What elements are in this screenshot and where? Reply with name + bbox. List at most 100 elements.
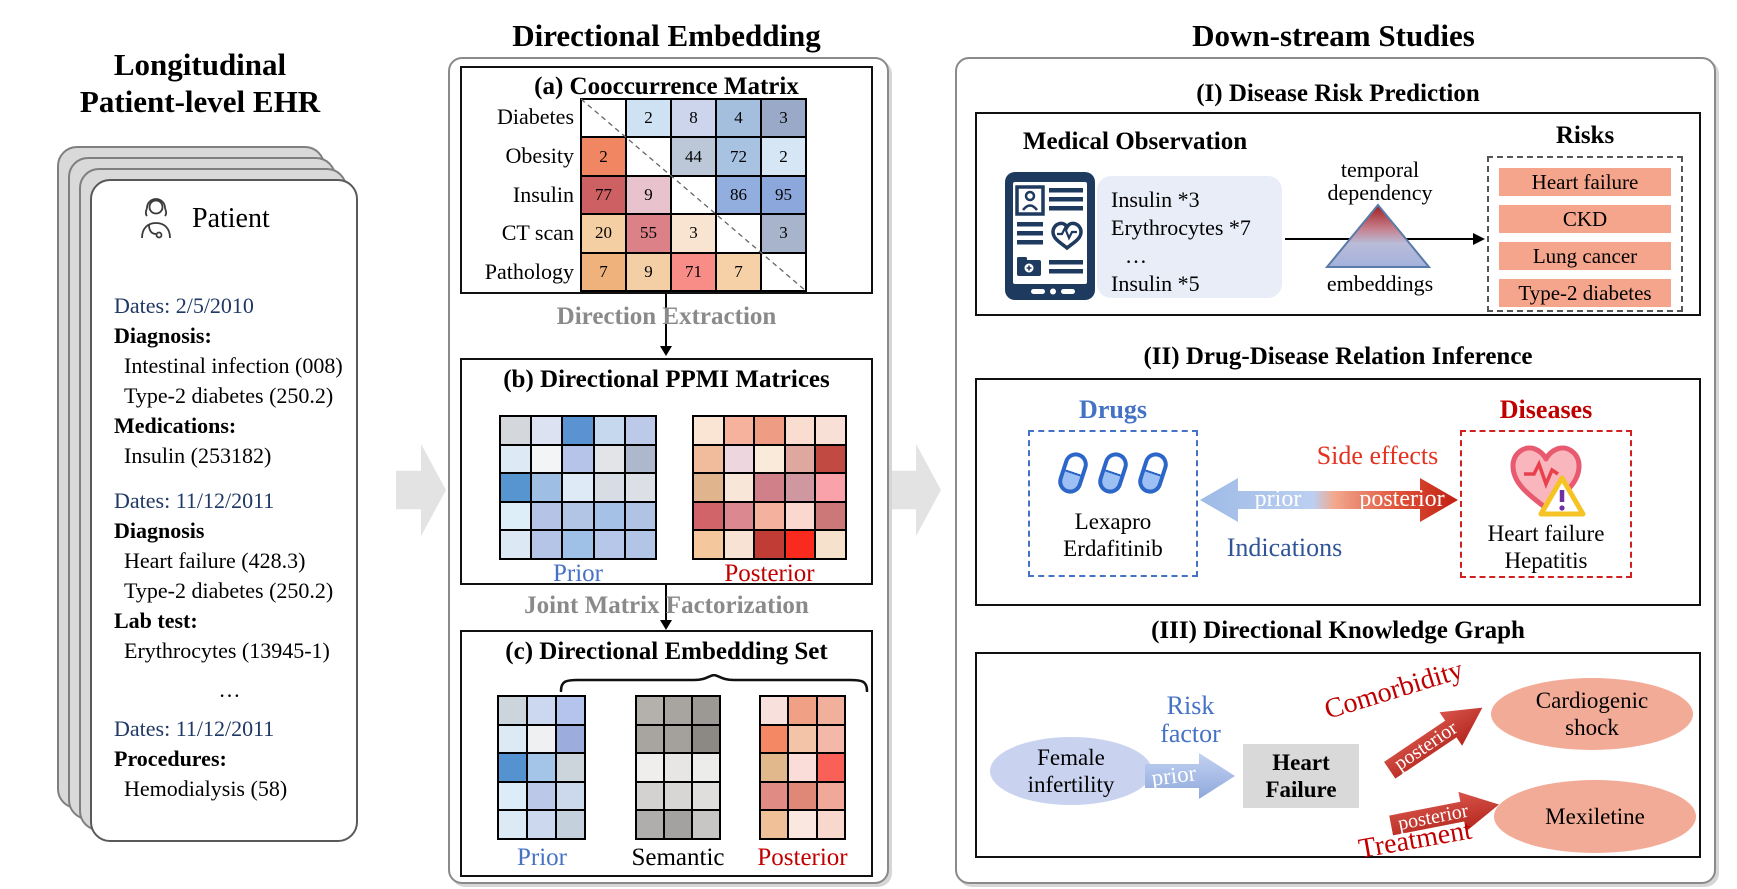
pills-row (1030, 449, 1196, 497)
curly-brace (559, 674, 869, 692)
cardiogenic-shock-node: Cardiogenic shock (1491, 678, 1693, 750)
matrix-cell (636, 810, 664, 839)
matrix-cell (527, 781, 556, 811)
node-text: Heart (1272, 750, 1330, 775)
connector-arrowhead-1 (660, 346, 672, 356)
matrix-cell (760, 753, 789, 782)
matrix-cell (531, 530, 563, 559)
matrix-cell (556, 753, 585, 782)
matrix-cell (760, 781, 789, 811)
matrix-cell (562, 501, 594, 531)
posterior-label: Posterior (724, 560, 815, 587)
matrix-cell (760, 810, 789, 839)
matrix-cell (754, 501, 785, 531)
temporal-line2: dependency (1327, 180, 1433, 205)
record-item: Intestinal infection (008) (124, 353, 343, 378)
drugs-box: Lexapro Erdafitinib (1028, 430, 1198, 577)
observation-ellipsis: … (1125, 243, 1147, 268)
posterior-arrow-label: posterior (1359, 486, 1445, 512)
record-item: Hemodialysis (58) (124, 776, 288, 801)
matrix-cell: 7 (581, 252, 626, 291)
matrix-cell (556, 696, 585, 725)
risks-title: Risks (1555, 122, 1615, 149)
ppmi-box: (b) Directional PPMI Matrices Prior Post… (460, 358, 873, 587)
matrix-cell (692, 696, 720, 725)
right-panel-title: Down-stream Studies (1192, 18, 1475, 53)
matrix-cell (531, 473, 563, 502)
row-label: Obesity (505, 142, 574, 168)
matrix-cell (788, 724, 817, 754)
embedding-set-title: (c) Directional Embedding Set (505, 638, 828, 665)
matrix-cell (815, 530, 846, 559)
heart-failure-node: Heart Failure (1243, 744, 1359, 808)
node-text: Cardiogenic (1535, 688, 1649, 713)
record-date: Dates: 11/12/2011 (114, 488, 275, 513)
matrix-cell (624, 501, 656, 531)
female-infertility-node: Female infertility (990, 737, 1152, 805)
matrix-cell (784, 444, 816, 474)
matrix-cell (723, 501, 755, 531)
matrix-cell (754, 473, 785, 502)
observation-item: Insulin *3 (1111, 187, 1200, 212)
matrix-cell (760, 724, 789, 754)
matrix-cell (788, 753, 817, 782)
matrix-cell (562, 473, 594, 502)
heart-warning-icon (1462, 436, 1630, 520)
drugs-label: Drugs (1079, 395, 1147, 424)
risk-factor-line1: Risk (1166, 691, 1215, 720)
record-section: Procedures: (114, 746, 227, 771)
medical-observation-title: Medical Observation (1022, 128, 1248, 155)
matrix-cell (624, 530, 656, 559)
matrix-cell (761, 252, 806, 291)
matrix-cell (636, 696, 664, 725)
matrix-cell (664, 753, 692, 782)
matrix-cell (788, 810, 817, 839)
matrix-cell (624, 473, 656, 502)
matrix-cell (498, 696, 527, 725)
matrix-cell (815, 416, 846, 445)
observation-item: Erythrocytes *7 (1111, 215, 1251, 240)
matrix-cell (693, 530, 724, 559)
matrix-cell (816, 724, 845, 754)
matrix-cell (531, 444, 563, 474)
ehr-tablet-icon (1003, 170, 1097, 307)
matrix-cell: 3 (761, 99, 806, 138)
connector-line-2 (665, 585, 667, 622)
section1-heading: (I) Disease Risk Prediction (1196, 80, 1480, 107)
drug-name: Lexapro (1074, 509, 1152, 534)
pill-icon (1055, 449, 1091, 497)
matrix-cell (723, 444, 755, 474)
joint-matrix-factorization-label: Joint Matrix Factorization (524, 592, 809, 619)
node-text: Female (1037, 745, 1105, 770)
record-date: Dates: 11/12/2011 (114, 716, 275, 741)
record-section: Diagnosis (114, 518, 205, 543)
matrix-cell (692, 753, 720, 782)
cooccurrence-row-labels: Diabetes Obesity Insulin CT scan Patholo… (468, 98, 574, 292)
risk-item: Heart failure (1499, 168, 1671, 196)
prior-label: Prior (553, 560, 603, 587)
left-panel-title: Longitudinal Patient-level EHR (30, 46, 370, 120)
risk-item: Type-2 diabetes (1499, 279, 1671, 307)
matrix-cell (784, 501, 816, 531)
record-item: Type-2 diabetes (250.2) (124, 383, 334, 408)
matrix-cell (562, 416, 594, 445)
section2-heading: (II) Drug-Disease Relation Inference (1143, 343, 1533, 370)
disease-name: Heart failure (1487, 521, 1605, 546)
matrix-cell (671, 175, 716, 215)
matrix-cell (498, 753, 527, 782)
matrix-cell (527, 696, 556, 725)
pill-icon (1135, 449, 1171, 497)
matrix-cell (556, 810, 585, 839)
record-section: Diagnosis: (114, 323, 212, 348)
matrix-cell (556, 781, 585, 811)
observation-list: Insulin *3 Erythrocytes *7 … Insulin *5 (1097, 176, 1282, 298)
matrix-cell (784, 530, 816, 559)
left-title-line2: Patient-level EHR (79, 84, 321, 119)
matrix-cell (664, 781, 692, 811)
embedding-prior-label: Prior (517, 844, 567, 871)
matrix-cell (760, 696, 789, 725)
prior-arrow-label: prior (1254, 486, 1302, 512)
middle-panel-title: Directional Embedding (512, 18, 821, 53)
